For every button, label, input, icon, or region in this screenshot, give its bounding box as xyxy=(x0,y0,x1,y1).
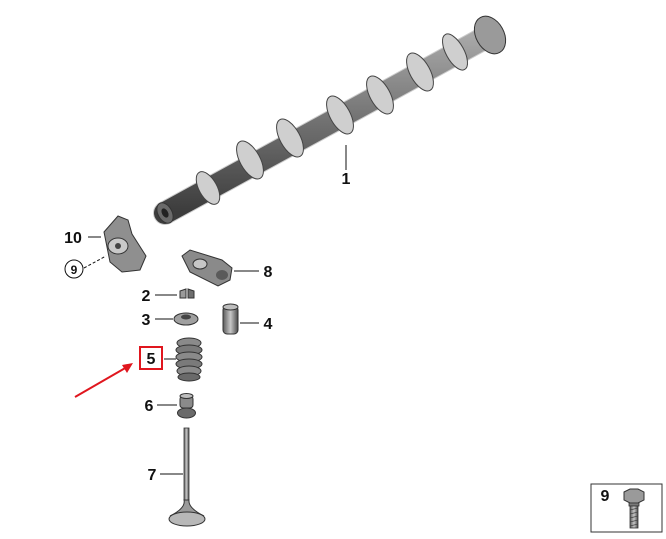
bolt xyxy=(623,488,645,529)
callout-1: 1 xyxy=(342,171,351,188)
circled-reference-ring xyxy=(64,259,84,279)
valve xyxy=(168,427,206,527)
highlight-box xyxy=(139,346,163,370)
camshaft xyxy=(153,15,507,225)
valve-spring xyxy=(175,337,203,382)
spring-retainer xyxy=(173,312,199,326)
bearing-shell xyxy=(103,215,147,273)
callout-6: 6 xyxy=(145,398,154,415)
valve-stem-seal xyxy=(177,393,196,419)
callout-7: 7 xyxy=(148,467,157,484)
callout-5: 5 xyxy=(147,351,156,368)
callout-3: 3 xyxy=(142,312,151,329)
inset-box: 9 xyxy=(590,483,663,533)
inset-label: 9 xyxy=(601,488,610,505)
rocker-arm xyxy=(181,249,233,287)
leader-line-9 xyxy=(83,255,107,269)
callout-10: 10 xyxy=(64,230,82,247)
callout-4: 4 xyxy=(264,316,273,333)
lash-adjuster xyxy=(222,303,239,335)
valve-collets xyxy=(179,288,195,299)
callout-8: 8 xyxy=(264,264,273,281)
circled-reference-9: 9 xyxy=(71,263,78,277)
callout-2: 2 xyxy=(142,288,151,305)
red-arrow xyxy=(74,363,133,398)
